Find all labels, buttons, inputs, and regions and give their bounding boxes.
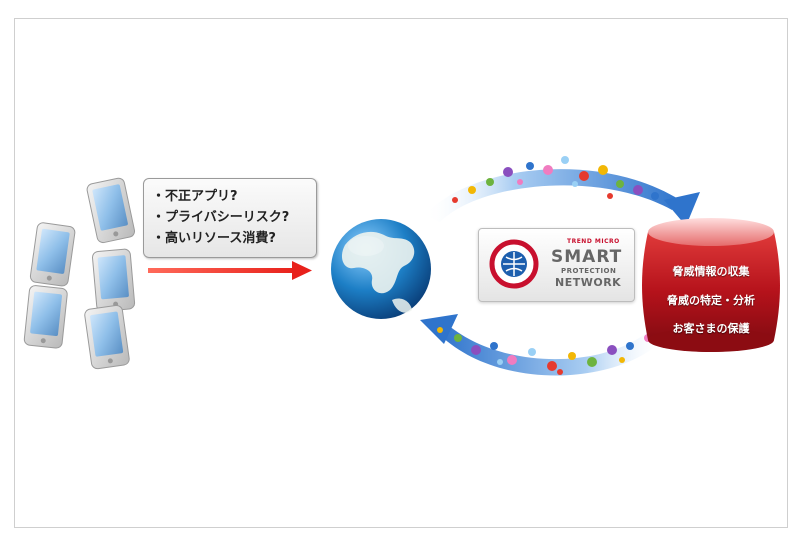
data-particle (616, 180, 624, 188)
loop-arrow-top (425, 169, 700, 226)
red-flow-arrow (148, 261, 312, 280)
data-particle (437, 327, 443, 333)
data-particle (486, 178, 494, 186)
process-step-collect: 脅威情報の収集 (672, 265, 750, 278)
data-particle (598, 165, 608, 175)
data-particle (561, 156, 569, 164)
spn-title-smart: SMART (551, 247, 623, 267)
concern-item: プライバシーリスク? (152, 207, 316, 228)
concern-item: 不正アプリ? (152, 186, 316, 207)
spn-title-network: NETWORK (555, 276, 622, 289)
smartphone-icon (84, 304, 130, 370)
concerns-callout: 不正アプリ? プライバシーリスク? 高いリソース消費? (143, 178, 317, 258)
smartphone-icon (86, 177, 136, 244)
data-particle (471, 345, 481, 355)
data-particle (454, 334, 462, 342)
data-particle (507, 355, 517, 365)
data-particle (626, 342, 634, 350)
spn-title-protection: PROTECTION (561, 267, 617, 275)
data-particle (607, 193, 613, 199)
data-particle (517, 179, 523, 185)
process-step-analyze: 脅威の特定・分析 (667, 294, 755, 307)
brand-name: TREND MICRO (567, 238, 620, 245)
data-particle (547, 361, 557, 371)
data-particle (497, 359, 503, 365)
data-particle (587, 357, 597, 367)
smartphone-group (23, 177, 136, 370)
data-particle (526, 162, 534, 170)
data-particle (452, 197, 458, 203)
smartphone-icon (29, 222, 76, 287)
smart-protection-network-logo (489, 239, 539, 289)
globe-icon (331, 219, 431, 319)
smartphone-icon (23, 285, 68, 349)
data-particle (557, 369, 563, 375)
data-particle (619, 357, 625, 363)
data-particle (579, 171, 589, 181)
data-particle (528, 348, 536, 356)
smart-protection-network-badge: TREND MICRO SMART PROTECTION NETWORK (478, 228, 635, 302)
data-particle (568, 352, 576, 360)
smartphone-icon (92, 248, 136, 312)
concern-item: 高いリソース消費? (152, 228, 316, 249)
process-step-protect: お客さまの保護 (672, 322, 750, 335)
data-particle (503, 167, 513, 177)
protection-cloud (642, 218, 780, 352)
data-particle (543, 165, 553, 175)
data-particle (468, 186, 476, 194)
data-particle (651, 192, 659, 200)
data-particle (633, 185, 643, 195)
data-particle (607, 345, 617, 355)
concerns-list: 不正アプリ? プライバシーリスク? 高いリソース消費? (144, 179, 316, 249)
data-particle (572, 181, 578, 187)
data-particle (490, 342, 498, 350)
